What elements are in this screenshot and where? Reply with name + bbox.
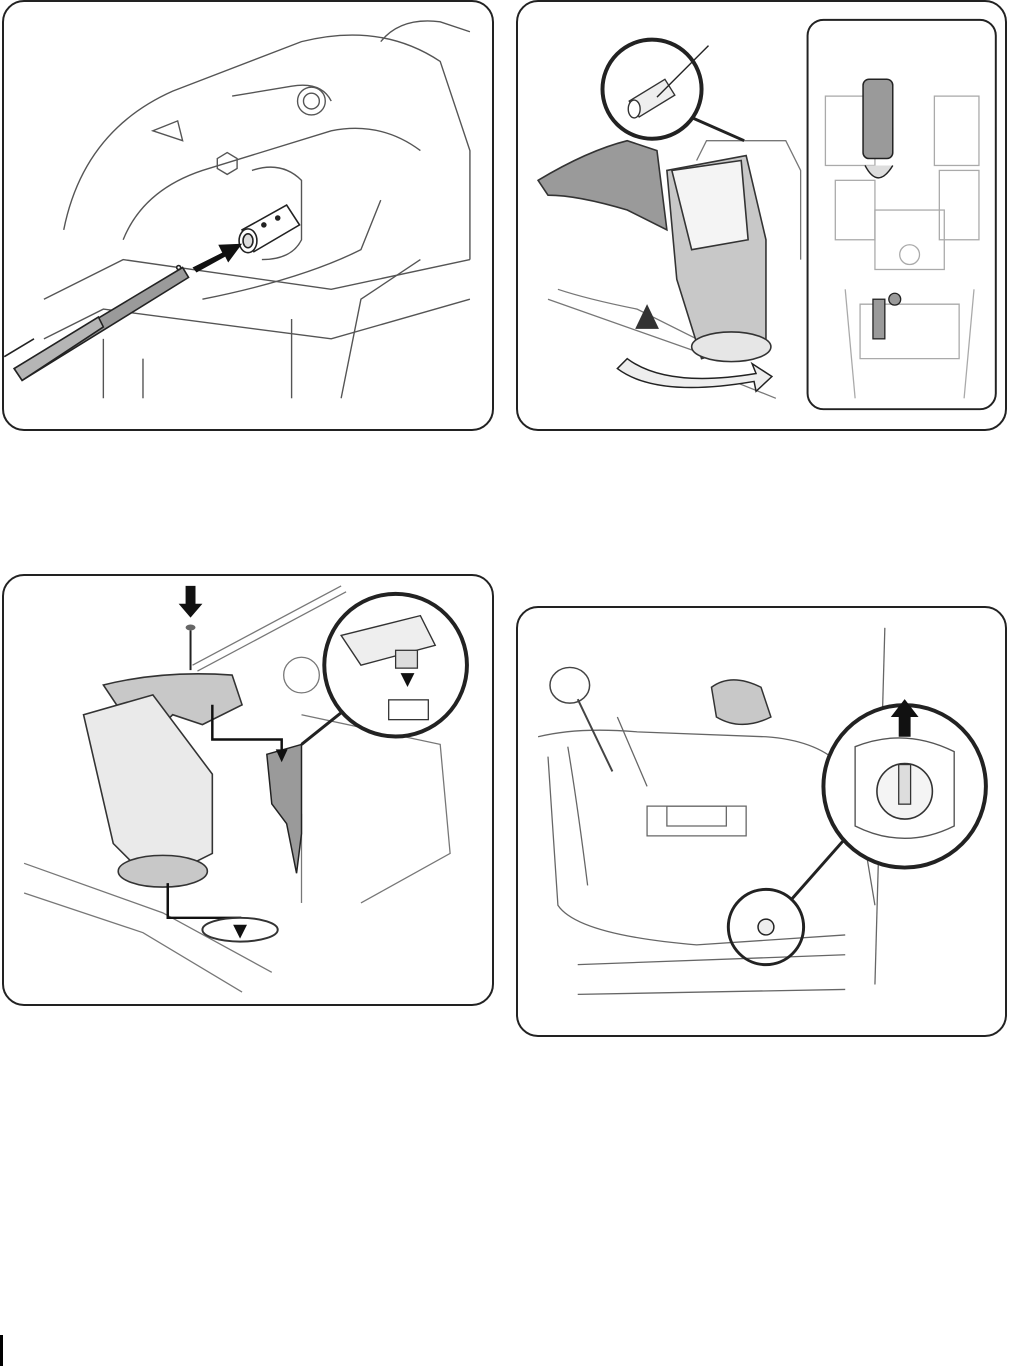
page-margin-rule bbox=[0, 1335, 3, 1366]
control-panel-inset bbox=[808, 20, 996, 409]
coupler-callout bbox=[602, 40, 744, 141]
figure-3-chute-mount bbox=[2, 574, 494, 1006]
figure-1-crank-rod-insert bbox=[2, 0, 494, 431]
figure-2-chute-rotation bbox=[516, 0, 1007, 431]
crank-handle-icon bbox=[863, 79, 893, 158]
crank-rod-insert-illustration bbox=[4, 2, 492, 429]
bracket-callout bbox=[302, 594, 467, 745]
chute-mount-bolt-illustration bbox=[4, 576, 492, 1004]
chute-rotation-illustration bbox=[518, 2, 1005, 429]
figure-4-knob-removal bbox=[516, 606, 1007, 1037]
knob-shaft-callout bbox=[823, 699, 985, 867]
dash-knob-removal-illustration bbox=[518, 608, 1005, 1035]
bolt-down-arrow-icon bbox=[179, 586, 203, 670]
insert-arrow-icon bbox=[193, 244, 243, 273]
